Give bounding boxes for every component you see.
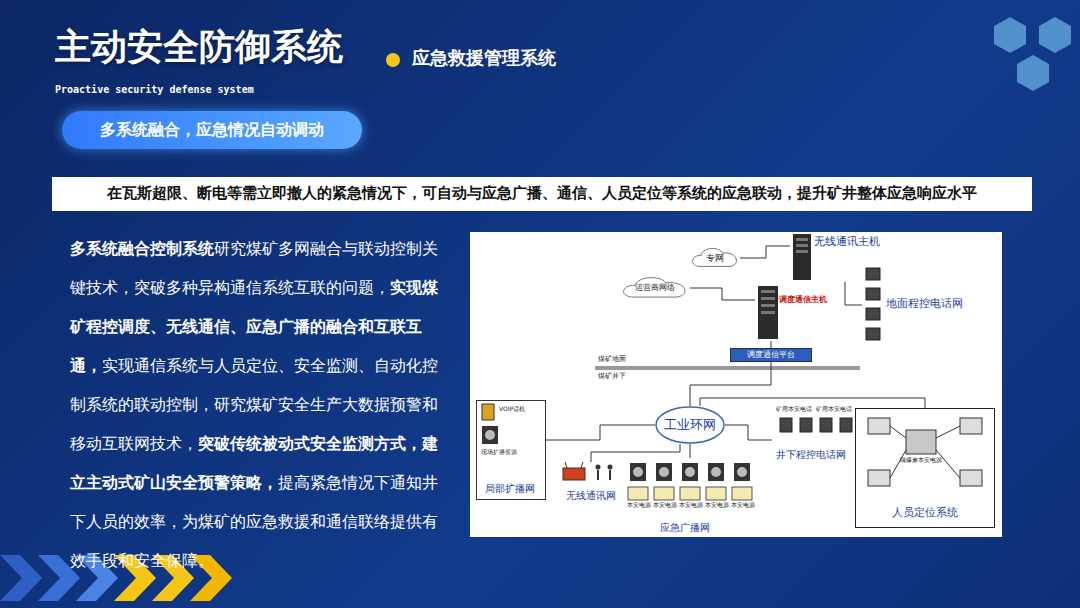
ground-line (595, 367, 860, 369)
broadcast-network: 应急广播网 (622, 458, 762, 538)
connector (845, 282, 862, 305)
positioning-devices (868, 418, 982, 486)
ring-network: 工业环网 (655, 406, 725, 444)
device-label: 矿用本安电话 (816, 406, 852, 413)
node-text: VOIP话机 (499, 406, 525, 413)
local-broadcast-icons (482, 404, 498, 444)
connector (690, 288, 755, 300)
slide-title: 主动安全防御系统 (55, 26, 343, 67)
cloud-network: 运营商网络 (620, 275, 690, 301)
body-paragraph: 多系统融合控制系统研究煤矿多网融合与联动控制关键技术，突破多种异构通信系统互联的… (70, 230, 444, 581)
wireless-network: 无线通讯网 (560, 462, 622, 506)
node-text: 专网 (706, 253, 724, 263)
node-text: 无线通讯网 (566, 490, 616, 502)
broadcast-group: VOIP话机现场扩播资源局部扩播网 (476, 400, 546, 500)
ground-label: 煤矿地面 (598, 355, 626, 363)
node-text: 局部扩播网 (485, 483, 535, 495)
device-label: 本安电源 (627, 502, 651, 509)
banner: 在瓦斯超限、断电等需立即撤人的紧急情况下，可自动与应急广播、通信、人员定位等系统… (52, 177, 1032, 211)
connector (546, 425, 655, 440)
subtitle-english: Proactive security defense system (55, 84, 254, 96)
node-text: 应急广播网 (660, 522, 710, 534)
connector (771, 341, 772, 348)
speaker-icons (628, 463, 752, 500)
connector (690, 444, 691, 458)
node-text: 现场扩播资源 (481, 449, 517, 456)
pill-button: 多系统融合，应急情况自动调动 (62, 111, 362, 149)
subtitle: 应急救援管理系统 (412, 48, 556, 69)
device-label: 本安电源 (653, 502, 677, 509)
device-label: 本安电源 (679, 502, 703, 509)
device-label: 本安电源 (731, 502, 755, 509)
node-text: 工业环网 (664, 418, 716, 433)
device-label: 隔爆兼本安电源 (900, 457, 942, 464)
node-text: 在瓦斯超限、断电等需立即撤人的紧急情况下，可自动与应急广播、通信、人员定位等系统… (107, 185, 977, 202)
node-text: 多系统融合，应急情况自动调动 (100, 121, 324, 139)
server-host: 无线通讯主机 (790, 232, 900, 282)
diagram-panel (470, 232, 1002, 537)
connector (740, 246, 790, 258)
node-text: 人员定位系统 (892, 507, 958, 520)
connector (725, 425, 772, 440)
phone-network: 井下程控电话网 (772, 415, 857, 465)
ground-label: 煤矿井下 (598, 372, 626, 380)
node-text: 地面程控电话网 (886, 298, 963, 311)
title-dot (386, 53, 400, 67)
connector (700, 398, 925, 408)
node-text: 调度通信平台 (747, 350, 795, 359)
node-text: 无线通讯主机 (814, 236, 880, 249)
platform-box: 调度通信平台 (730, 348, 812, 362)
node-text: 运营商网络 (635, 283, 675, 292)
connector (690, 362, 771, 406)
paragraph-segment: 多系统融合控制系统 (70, 240, 214, 258)
hexagon-decor (994, 17, 1071, 91)
node-text: 井下程控电话网 (776, 449, 846, 461)
device-label: 矿用本安电话 (776, 406, 812, 413)
phone-network: 地面程控电话网 (862, 262, 982, 350)
node-text: 调度通信主机 (779, 295, 827, 304)
positioning-system: 人员定位系统 (855, 408, 995, 528)
device-label: 本安电源 (705, 502, 729, 509)
wireless-icons (563, 462, 613, 480)
server-host: 调度通信主机 (755, 283, 830, 341)
cloud-network: 专网 (690, 246, 740, 270)
connector (591, 444, 680, 462)
